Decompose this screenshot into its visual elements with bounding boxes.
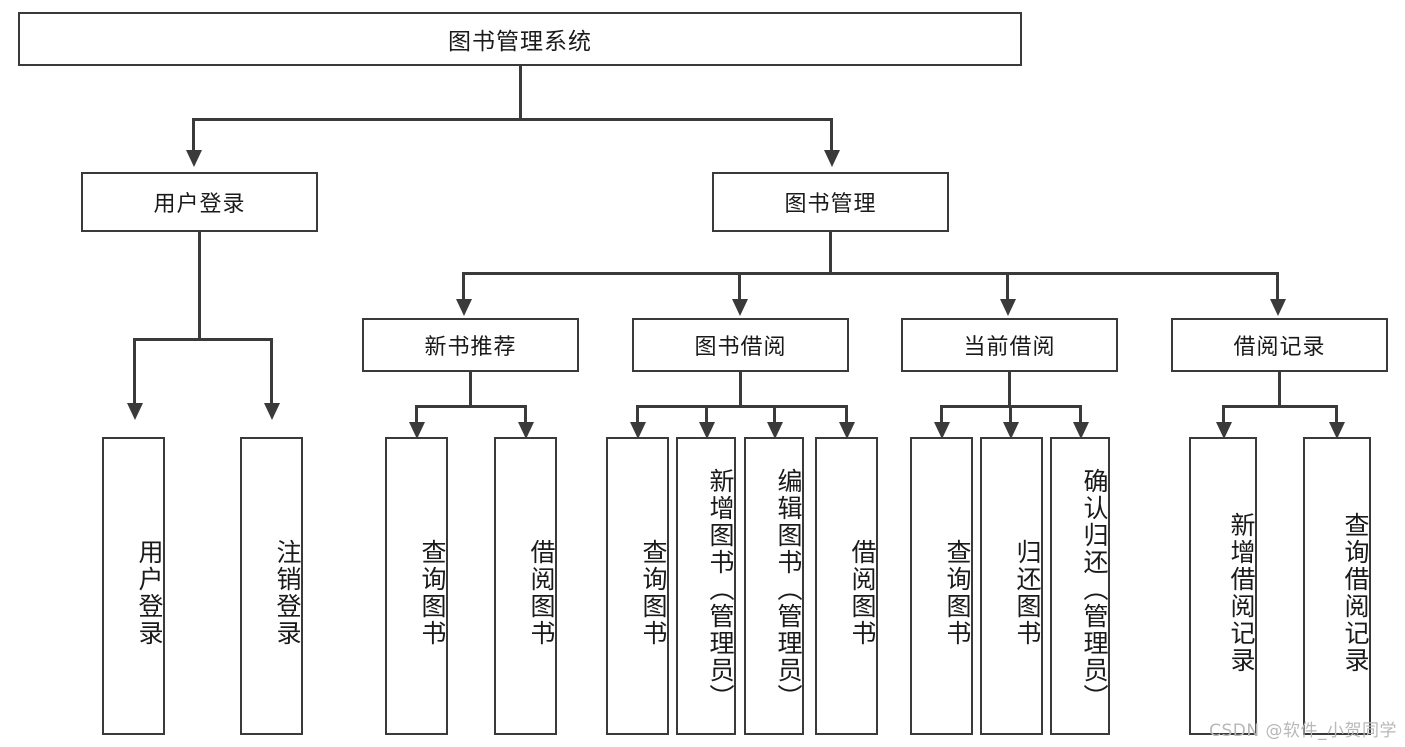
- leaf-user-login-login[interactable]: 用户登录: [102, 437, 165, 735]
- leaf-new-book-borrow[interactable]: 借阅图书: [494, 437, 557, 735]
- leaf-book-borrow-add[interactable]: 新增图书（管理员）: [676, 437, 736, 735]
- edge-to-new-book: [462, 272, 465, 302]
- arrow-user-login-leaf-1-icon: [127, 403, 143, 420]
- arrow-current-borrow-leaf-3-icon: [1073, 422, 1089, 439]
- arrow-new-book-leaf-2-icon: [518, 422, 534, 439]
- node-book-manage[interactable]: 图书管理: [712, 172, 949, 232]
- csdn-watermark: CSDN @软件_小贺同学: [1209, 721, 1397, 741]
- node-borrow-record[interactable]: 借阅记录: [1171, 318, 1388, 372]
- edge-current-borrow-stem: [1008, 372, 1011, 408]
- edge-to-book-manage: [830, 118, 833, 153]
- node-label: 新增图书（管理员）: [706, 467, 735, 711]
- edge-user-login-bar: [133, 338, 273, 341]
- arrow-book-borrow-leaf-4-icon: [839, 422, 855, 439]
- arrow-new-book-leaf-1-icon: [409, 422, 425, 439]
- leaf-book-borrow-edit[interactable]: 编辑图书（管理员）: [744, 437, 804, 735]
- node-label: 用户登录: [153, 192, 246, 217]
- node-current-borrow[interactable]: 当前借阅: [901, 318, 1118, 372]
- leaf-borrow-record-add[interactable]: 新增借阅记录: [1189, 437, 1257, 735]
- node-label: 归还图书: [1013, 539, 1042, 647]
- edge-new-book-bar: [415, 405, 527, 408]
- node-label: 查询图书: [418, 539, 447, 647]
- edge-book-manage-bar: [462, 272, 1279, 275]
- edge-user-login-leaf-2: [270, 338, 273, 406]
- edge-new-book-leaf-1: [415, 405, 418, 427]
- edge-root-bar: [192, 118, 833, 121]
- leaf-new-book-query[interactable]: 查询图书: [385, 437, 448, 735]
- arrow-to-borrow-record-icon: [1270, 299, 1286, 316]
- arrow-current-borrow-leaf-1-icon: [934, 422, 950, 439]
- node-label: 图书管理系统: [448, 29, 592, 55]
- edge-user-login-stem: [198, 232, 201, 340]
- node-label: 查询借阅记录: [1341, 512, 1370, 674]
- arrow-to-book-borrow-icon: [732, 299, 748, 316]
- node-new-book-recommend[interactable]: 新书推荐: [362, 318, 579, 372]
- arrow-book-borrow-leaf-2-icon: [699, 422, 715, 439]
- arrow-current-borrow-leaf-2-icon: [1003, 422, 1019, 439]
- edge-borrow-record-leaf-2: [1335, 405, 1338, 427]
- leaf-current-borrow-query[interactable]: 查询图书: [910, 437, 973, 735]
- node-label: 确认归还（管理员）: [1080, 467, 1109, 711]
- leaf-borrow-record-query[interactable]: 查询借阅记录: [1303, 437, 1371, 735]
- node-label: 新书推荐: [424, 335, 517, 360]
- node-label: 图书借阅: [694, 335, 787, 360]
- arrow-borrow-record-leaf-1-icon: [1216, 422, 1232, 439]
- edge-book-borrow-leaf-4: [845, 405, 848, 427]
- arrow-book-borrow-leaf-3-icon: [767, 422, 783, 439]
- node-label: 编辑图书（管理员）: [774, 467, 803, 711]
- edge-borrow-record-bar: [1222, 405, 1338, 408]
- node-book-borrow[interactable]: 图书借阅: [632, 318, 849, 372]
- node-label: 查询图书: [943, 539, 972, 647]
- edge-root-stem: [519, 66, 522, 118]
- edge-book-borrow-leaf-3: [773, 405, 776, 427]
- leaf-current-borrow-return[interactable]: 归还图书: [980, 437, 1043, 735]
- edge-book-manage-stem: [829, 232, 832, 274]
- node-root-system[interactable]: 图书管理系统: [18, 12, 1022, 66]
- edge-book-borrow-bar: [636, 405, 848, 408]
- node-label: 借阅图书: [527, 539, 556, 647]
- node-label: 借阅图书: [848, 539, 877, 647]
- edge-to-borrow-record: [1276, 272, 1279, 302]
- edge-borrow-record-stem: [1278, 372, 1281, 408]
- arrow-to-user-login-icon: [186, 150, 202, 167]
- arrow-to-book-manage-icon: [824, 150, 840, 167]
- edge-borrow-record-leaf-1: [1222, 405, 1225, 427]
- node-user-login[interactable]: 用户登录: [81, 172, 318, 232]
- node-label: 查询图书: [639, 539, 668, 647]
- arrow-user-login-leaf-2-icon: [264, 403, 280, 420]
- node-label: 注销登录: [273, 539, 302, 647]
- leaf-book-borrow-borrow[interactable]: 借阅图书: [815, 437, 878, 735]
- edge-book-borrow-leaf-2: [705, 405, 708, 427]
- node-label: 借阅记录: [1233, 335, 1326, 360]
- arrow-book-borrow-leaf-1-icon: [630, 422, 646, 439]
- node-label: 当前借阅: [963, 335, 1056, 360]
- edge-book-borrow-leaf-1: [636, 405, 639, 427]
- leaf-user-login-logout[interactable]: 注销登录: [240, 437, 303, 735]
- edge-to-current-borrow: [1006, 272, 1009, 302]
- edge-book-borrow-stem: [739, 372, 742, 408]
- node-label: 新增借阅记录: [1227, 512, 1256, 674]
- arrow-to-new-book-icon: [456, 299, 472, 316]
- leaf-book-borrow-query[interactable]: 查询图书: [606, 437, 669, 735]
- edge-current-borrow-leaf-2: [1009, 405, 1012, 427]
- node-label: 图书管理: [784, 192, 877, 217]
- edge-to-user-login: [192, 118, 195, 153]
- leaf-current-borrow-confirm[interactable]: 确认归还（管理员）: [1050, 437, 1110, 735]
- edge-to-book-borrow: [738, 272, 741, 302]
- edge-current-borrow-leaf-1: [940, 405, 943, 427]
- edge-user-login-leaf-1: [133, 338, 136, 406]
- edge-current-borrow-leaf-3: [1079, 405, 1082, 427]
- node-label: 用户登录: [135, 539, 164, 647]
- edge-new-book-stem: [469, 372, 472, 408]
- arrow-borrow-record-leaf-2-icon: [1329, 422, 1345, 439]
- arrow-to-current-borrow-icon: [1000, 299, 1016, 316]
- edge-new-book-leaf-2: [524, 405, 527, 427]
